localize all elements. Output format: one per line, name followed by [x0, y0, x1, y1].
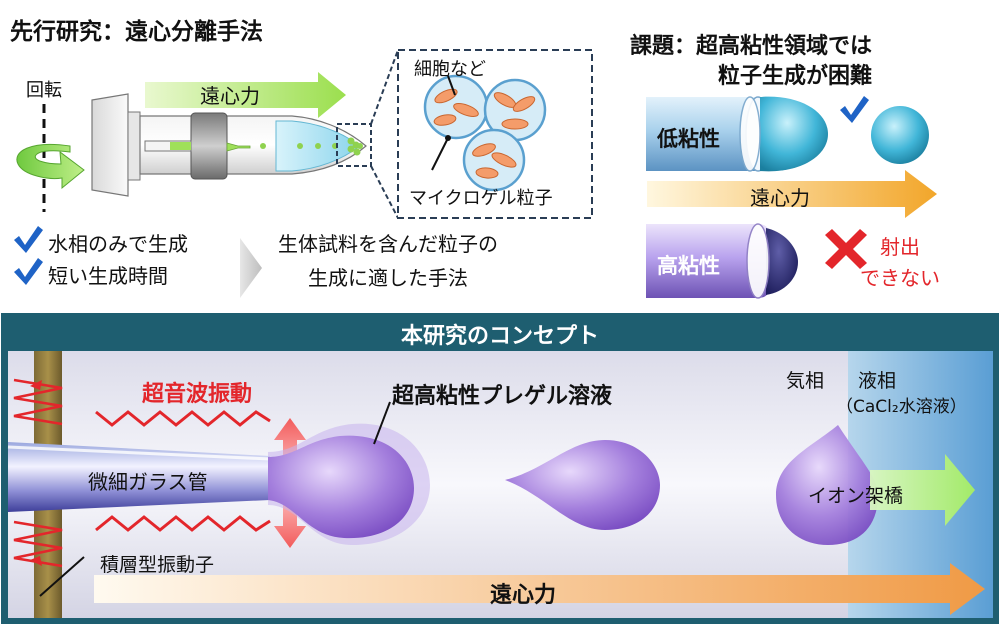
liquid-sub-label: （CaCl₂水溶液）: [836, 397, 967, 417]
glass-capillary: [8, 442, 270, 512]
microgel-label: マイクロゲル粒子: [409, 188, 553, 209]
tube-cap: [91, 93, 129, 197]
low-visc-label: 低粘性: [657, 127, 720, 151]
top-right-title-1: 課題：超高粘性領域では: [630, 34, 873, 59]
crosslink-arrow: [870, 454, 975, 526]
cells-pointer: [447, 75, 456, 96]
spring-top: [13, 378, 63, 426]
force-label-bottom: 遠心力: [490, 583, 557, 608]
rotation-arrow-icon: [16, 143, 85, 190]
force-arrow-bottom: [94, 563, 985, 615]
conclusion-line-2: 生成に適した手法: [308, 266, 468, 290]
high-visc-label: 高粘性: [657, 254, 720, 278]
vibration-label: 超音波振動: [142, 382, 253, 407]
microgel-pointer: [431, 137, 449, 171]
top-right-title-2: 粒子生成が困難: [718, 64, 873, 89]
microgel-particle-3: [462, 128, 526, 192]
force-arrow-orange: [647, 170, 937, 218]
droplet-forming: [268, 435, 414, 539]
microgel-particle-1: [423, 74, 489, 140]
gas-label: 気相: [786, 370, 825, 392]
rotation-label: 回転: [26, 80, 62, 101]
solution-pointer: [373, 401, 391, 445]
fail-label-1: 射出: [880, 235, 920, 259]
top-left-title: 先行研究：遠心分離手法: [10, 19, 263, 45]
fail-label-2: できない: [860, 266, 940, 290]
checkmark-icon: [14, 258, 43, 285]
conclusion-line-1: 生体試料を含んだ粒子の: [278, 232, 498, 256]
droplet-teardrop: [505, 440, 660, 530]
vibration-wave-bottom: [95, 515, 271, 532]
low-visc-particle: [871, 106, 929, 164]
cells-label: 細胞など: [414, 59, 486, 80]
droplet-crosslinking: [776, 425, 878, 545]
feature-1: 水相のみで生成: [48, 232, 188, 256]
solution-label: 超高粘性プレゲル溶液: [392, 384, 613, 409]
high-visc-tube: [646, 224, 770, 298]
particle-cluster: [347, 137, 363, 156]
checkmark-icon: [840, 96, 869, 123]
low-visc-droplet: [760, 96, 828, 172]
force-label-top-left: 遠心力: [200, 84, 260, 108]
tube-cap-ring: [127, 111, 141, 181]
cross-icon: [825, 229, 867, 269]
tube-filter: [190, 112, 228, 180]
force-label-top-right: 遠心力: [750, 186, 810, 210]
piezo-pointer: [39, 556, 85, 597]
vibration-wave-top: [95, 410, 271, 427]
zoom-box-small: [336, 123, 372, 167]
concept-header: 本研究のコンセプト: [400, 324, 599, 349]
crosslink-label: イオン架橋: [808, 485, 904, 507]
spring-bottom: [13, 520, 63, 568]
capillary-label: 微細ガラス管: [88, 470, 208, 494]
checkmark-icon: [14, 226, 43, 253]
feature-2: 短い生成時間: [48, 264, 168, 288]
liquid-label: 液相: [858, 370, 897, 392]
piezo-label: 積層型振動子: [100, 554, 215, 576]
low-visc-tube: [646, 97, 770, 171]
high-visc-bulge: [766, 228, 798, 295]
chevron-right-icon: [240, 238, 262, 298]
force-arrow-green: [145, 72, 346, 118]
